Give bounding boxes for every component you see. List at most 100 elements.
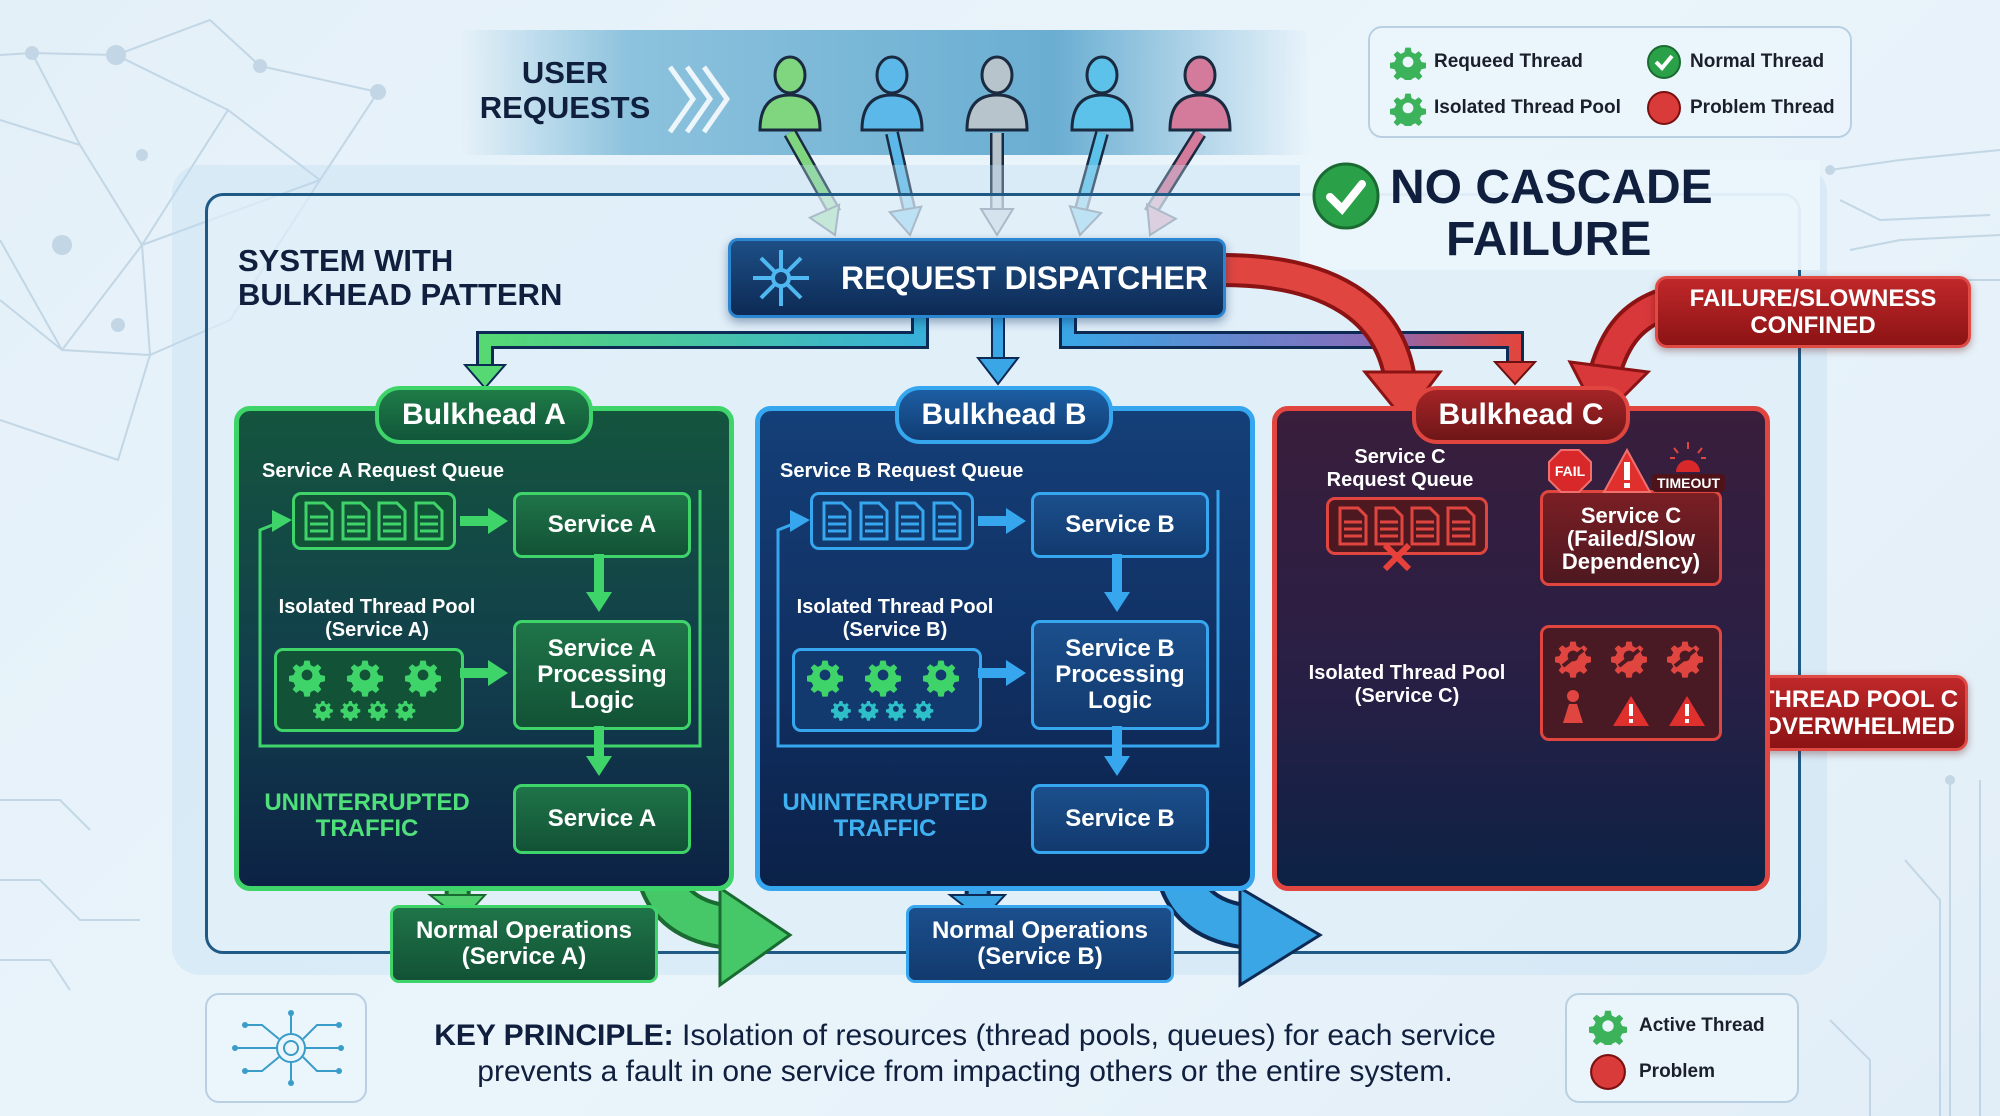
- system-title: SYSTEM WITH BULKHEAD PATTERN: [238, 244, 562, 312]
- circuit-chip-icon: [232, 1010, 344, 1086]
- label-line: Isolated Thread Pool: [1308, 662, 1506, 684]
- document-icon: [341, 501, 371, 541]
- label-line: (Failed/Slow: [1566, 525, 1696, 551]
- service-c-box: Service C (Failed/Slow Dependency): [1540, 490, 1722, 586]
- legend-item-requeed-thread: Requeed Thread: [1390, 44, 1583, 80]
- label-line: Normal Operations: [931, 917, 1149, 944]
- document-icon: [1446, 506, 1476, 546]
- uninterrupted-traffic-b: UNINTERRUPTED TRAFFIC: [770, 790, 1000, 842]
- label-line: Service A: [547, 635, 657, 662]
- label-line: (Service B): [977, 943, 1103, 970]
- processing-logic-a: Service A Processing Logic: [513, 620, 691, 730]
- label-line: Dependency): [1561, 548, 1701, 574]
- label-line: UNINTERRUPTED: [264, 789, 470, 816]
- system-title-line-2: BULKHEAD PATTERN: [238, 277, 563, 312]
- normal-operations-a: Normal Operations (Service A): [390, 905, 658, 983]
- svg-text:FAIL: FAIL: [1555, 463, 1586, 479]
- label-line: Logic: [570, 687, 634, 714]
- service-b-output-box: Service B: [1031, 784, 1209, 854]
- legend-label: Problem: [1639, 1061, 1716, 1082]
- legend-item-active-thread: Active Thread: [1589, 1007, 1765, 1045]
- timeout-badge: TIMEOUT: [1652, 474, 1725, 492]
- fail-stop-sign-icon: FAIL: [1548, 449, 1592, 493]
- bulkhead-c-title: Bulkhead C: [1412, 386, 1630, 444]
- document-icon: [859, 501, 889, 541]
- legend-item-isolated-thread-pool: Isolated Thread Pool: [1390, 90, 1621, 126]
- thread-pool-label-a: Isolated Thread Pool (Service A): [272, 596, 482, 642]
- callout-thread-pool-overwhelmed: THREAD POOL C OVERWHELMED: [1750, 675, 1968, 751]
- key-principle-line-2: prevents a fault in one service from imp…: [477, 1055, 1453, 1088]
- legend-top: Requeed Thread Normal Thread Isolated Th…: [1368, 26, 1852, 138]
- red-circle-icon: [1590, 1054, 1626, 1090]
- normal-operations-b: Normal Operations (Service B): [906, 905, 1174, 983]
- queue-label-b: Service B Request Queue: [780, 460, 1024, 482]
- user-requests-line-1: USER: [521, 55, 609, 90]
- callout-line: CONFINED: [1750, 312, 1876, 339]
- label-line: Normal Operations: [415, 917, 633, 944]
- bulkhead-a-title: Bulkhead A: [375, 386, 593, 444]
- person-alert-icon: [1563, 690, 1583, 723]
- user-requests-line-2: REQUESTS: [479, 90, 651, 125]
- thread-pool-c: [1540, 625, 1722, 741]
- red-circle-icon: [1647, 91, 1681, 125]
- legend-label: Requeed Thread: [1434, 51, 1583, 72]
- label-line: Logic: [1088, 687, 1152, 714]
- dispatcher-hub-icon: [753, 250, 809, 306]
- queue-label-c: Service C Request Queue: [1300, 446, 1500, 492]
- label-line: Service C: [1354, 446, 1446, 468]
- system-title-line-1: SYSTEM WITH: [238, 243, 454, 278]
- callout-line: FAILURE/SLOWNESS: [1689, 285, 1937, 312]
- label-line: Processing: [1055, 661, 1185, 688]
- document-icon: [1338, 506, 1368, 546]
- alarm-siren-icon: [1670, 442, 1706, 472]
- warning-triangle-icon: [1613, 696, 1649, 726]
- legend-label: Isolated Thread Pool: [1434, 97, 1621, 118]
- document-icon: [377, 501, 407, 541]
- no-cascade-line-2: FAILURE: [1446, 213, 1652, 266]
- callout-failure-confined: FAILURE/SLOWNESS CONFINED: [1655, 276, 1971, 348]
- callout-line: OVERWHELMED: [1763, 713, 1955, 740]
- key-principle-line-1: KEY PRINCIPLE: Isolation of resources (t…: [390, 1018, 1540, 1054]
- callout-line: THREAD POOL C: [1759, 686, 1959, 713]
- legend-label: Active Thread: [1639, 1015, 1765, 1036]
- label-line: TRAFFIC: [315, 815, 419, 842]
- label-line: Service C: [1580, 502, 1682, 528]
- warning-triangle-icon: [1602, 448, 1652, 493]
- queue-label-a: Service A Request Queue: [262, 460, 504, 482]
- thread-pool-b: [792, 648, 982, 732]
- check-circle-icon: [1312, 162, 1380, 230]
- label-line: (Service C): [1354, 685, 1460, 707]
- label-line: Isolated Thread Pool: [278, 596, 476, 618]
- key-principle-text: KEY PRINCIPLE: Isolation of resources (t…: [390, 1018, 1540, 1090]
- label-line: Service B: [1065, 635, 1175, 662]
- thread-pool-label-c: Isolated Thread Pool (Service C): [1302, 662, 1512, 708]
- service-b-box: Service B: [1031, 492, 1209, 558]
- user-requests-label: USER REQUESTS: [470, 55, 660, 125]
- legend-item-problem-thread: Problem Thread: [1646, 90, 1835, 126]
- warning-triangle-icon: [1669, 696, 1705, 726]
- bulkhead-b-title: Bulkhead B: [895, 386, 1113, 444]
- document-icon: [895, 501, 925, 541]
- document-icon: [822, 501, 852, 541]
- request-queue-b: [810, 492, 974, 550]
- user-3-icon: [965, 55, 1029, 237]
- label-line: UNINTERRUPTED: [782, 789, 988, 816]
- document-icon: [932, 501, 962, 541]
- document-icon: [1374, 506, 1404, 546]
- request-queue-a: [292, 492, 456, 550]
- key-principle-label: KEY PRINCIPLE:: [434, 1019, 674, 1052]
- uninterrupted-traffic-a: UNINTERRUPTED TRAFFIC: [252, 790, 482, 842]
- thread-pool-a: [274, 648, 464, 732]
- label-line: TRAFFIC: [833, 815, 937, 842]
- chevrons-icon: [667, 65, 731, 134]
- no-cascade-title: NO CASCADE FAILURE: [1390, 162, 1860, 266]
- legend-label: Problem Thread: [1690, 97, 1835, 118]
- label-line: Processing: [537, 661, 667, 688]
- gear-icon: [1589, 1010, 1627, 1045]
- document-icon: [414, 501, 444, 541]
- failed-threads-group: [1555, 641, 1705, 726]
- document-icon: [304, 501, 334, 541]
- label-line: (Service A): [461, 943, 587, 970]
- legend-bottom: Active Thread Problem: [1565, 993, 1799, 1103]
